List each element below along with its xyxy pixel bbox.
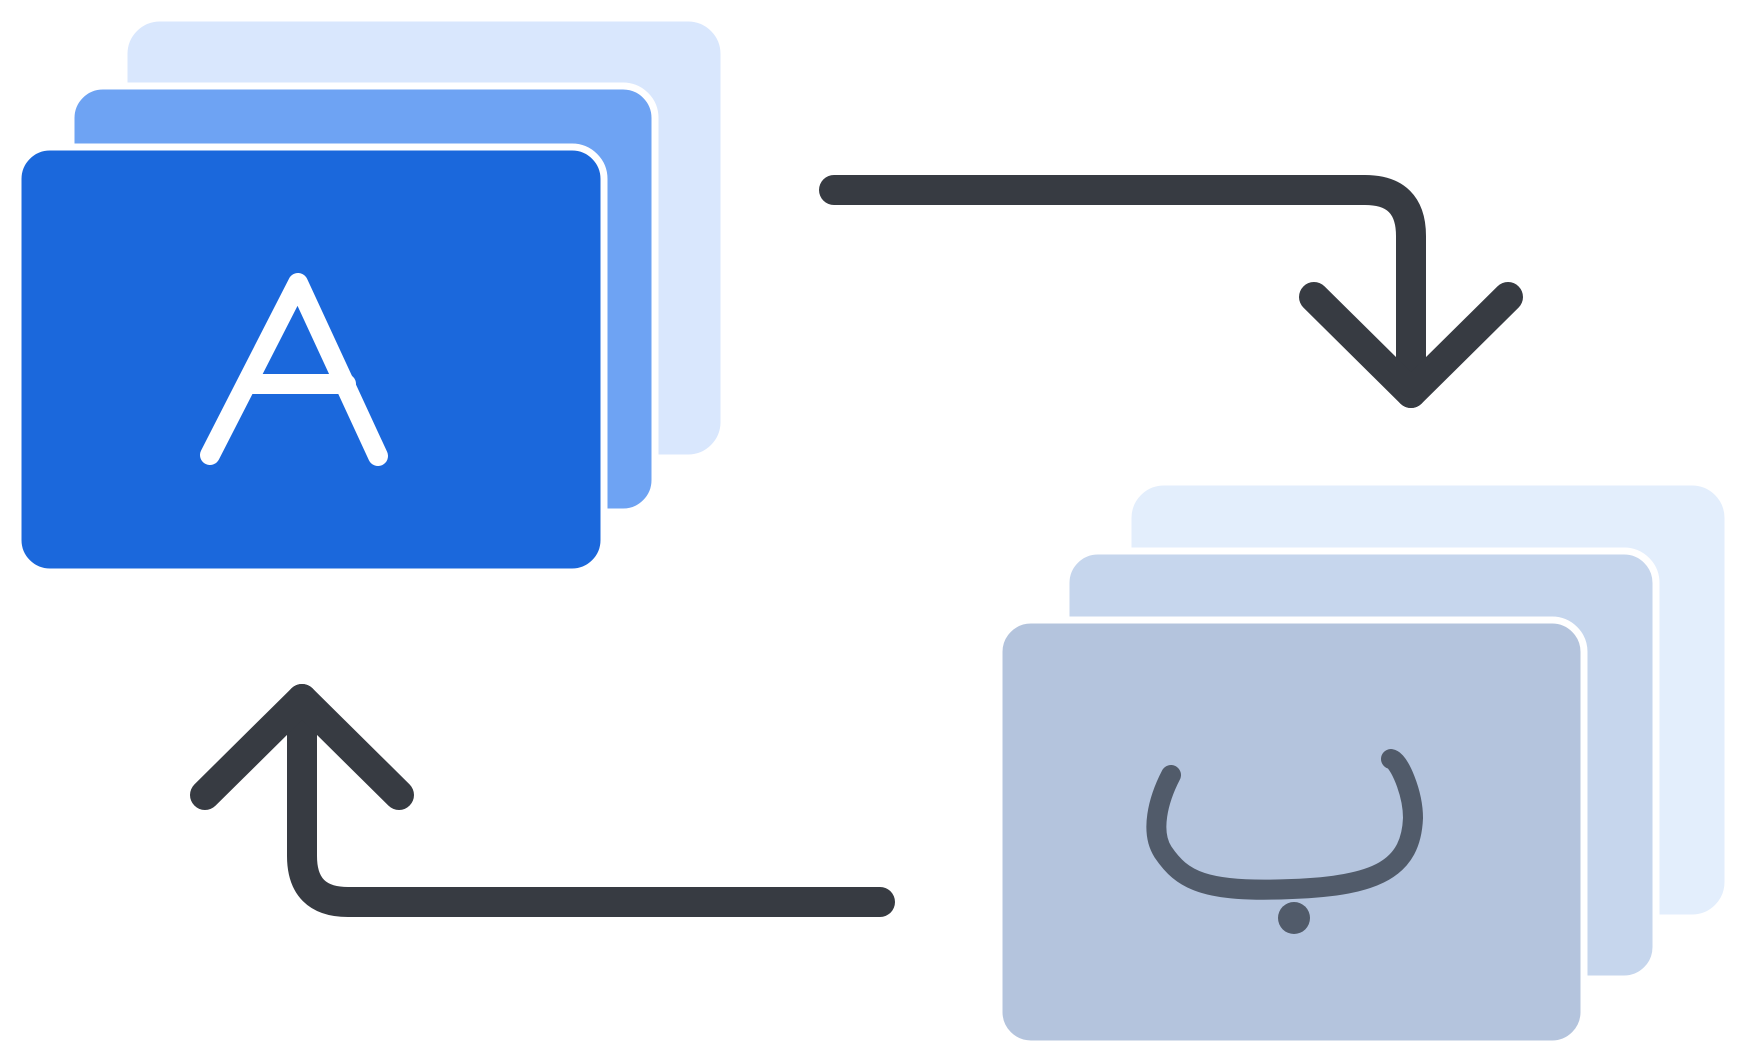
letter-a-icon (200, 273, 388, 466)
arrow-down-icon (819, 175, 1523, 408)
arabic-card-front (995, 616, 1588, 1048)
latin-card-stack (14, 14, 728, 576)
latin-card-front (14, 143, 608, 576)
arabic-card-stack (995, 478, 1732, 1048)
arabic-letter-ba-icon (1146, 749, 1423, 934)
arrow-up-icon (190, 684, 895, 917)
